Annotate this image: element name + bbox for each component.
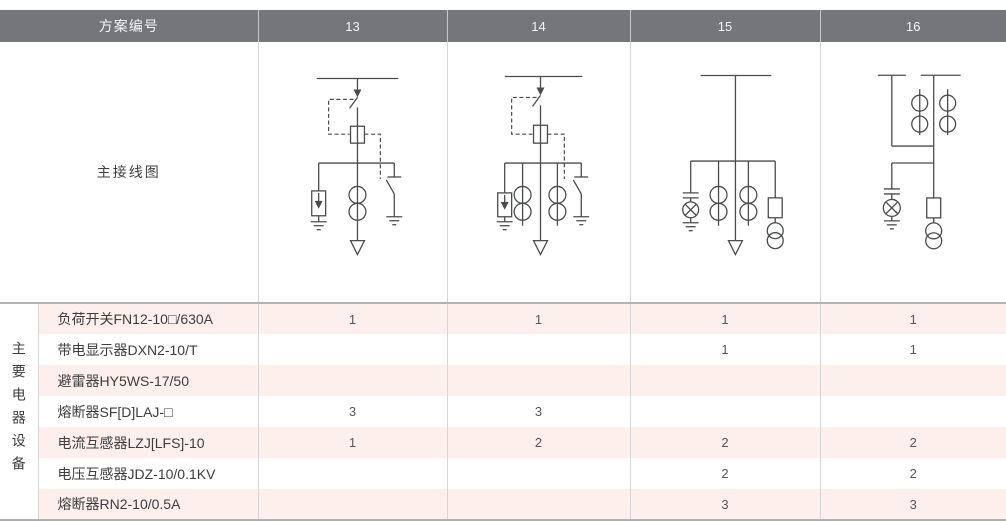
diagram-cell-15: [629, 42, 820, 303]
equipment-name: 负荷开关FN12-10□/630A: [37, 303, 258, 334]
interlock-link-right: [363, 133, 381, 179]
switch-blade: [531, 95, 541, 107]
capacitor: [682, 192, 699, 199]
fuse: [349, 125, 365, 144]
equipment-count: [257, 334, 447, 365]
header-row: 方案编号 13 14 15 16: [0, 10, 1006, 42]
fuse: [925, 197, 941, 219]
current-transformer: [512, 202, 532, 221]
equipment-count: 1: [257, 427, 447, 458]
ground-symbol-left: [496, 221, 513, 231]
ground-symbol-right: [572, 216, 589, 226]
diagram-row: 主接线图: [0, 42, 1006, 303]
load-switch-arrow: [536, 87, 544, 96]
table-row: 电压互感器JDZ-10/0.1KV 2 2: [0, 458, 1006, 489]
equipment-count: 3: [257, 396, 447, 427]
ground-symbol: [883, 220, 900, 230]
equipment-count: [446, 458, 630, 489]
equipment-count: [257, 458, 447, 489]
interlock-link-left: [510, 96, 537, 135]
interlock-link-left: [327, 98, 353, 135]
current-transformer: [938, 115, 956, 133]
table-row: 熔断器SF[D]LAJ-□ 3 3: [0, 396, 1006, 427]
fuse: [767, 197, 783, 219]
equipment-name: 避雷器HY5WS-17/50: [37, 365, 258, 396]
table-row: 避雷器HY5WS-17/50: [0, 365, 1006, 396]
single-line-diagram-13-icon: [310, 77, 402, 257]
interlock-link-right: [546, 133, 565, 179]
diagram-cell-16: [819, 42, 1006, 303]
current-transformer: [910, 115, 928, 133]
diagram-cell-14: [446, 42, 630, 303]
equipment-count: [819, 396, 1006, 427]
outgoing-cable-arrow: [348, 239, 365, 257]
equipment-count: [446, 365, 630, 396]
switch-blade: [348, 97, 358, 109]
side-label-main-equipment: 主要电器设备: [0, 303, 38, 520]
header-scheme-15: 15: [629, 10, 820, 42]
load-switch-arrow: [352, 89, 361, 98]
equipment-name: 熔断器SF[D]LAJ-□: [37, 396, 258, 427]
current-transformer: [738, 202, 757, 221]
current-transformer: [708, 202, 728, 221]
equipment-name: 带电显示器DXN2-10/T: [37, 334, 258, 365]
single-line-diagram-15-icon: [681, 74, 784, 257]
voltage-transformer: [924, 222, 942, 250]
equipment-count: 3: [629, 489, 820, 520]
equipment-count: [446, 334, 630, 365]
equipment-count: 1: [819, 334, 1006, 365]
earthing-switch-blade: [572, 179, 582, 195]
header-scheme-16: 16: [819, 10, 1006, 42]
ground-symbol-left: [310, 221, 327, 231]
header-scheme-14: 14: [446, 10, 630, 42]
equipment-count: 1: [446, 303, 630, 334]
voltage-transformer: [766, 222, 784, 250]
table-row: 带电显示器DXN2-10/T 1 1: [0, 334, 1006, 365]
equipment-count: [257, 365, 447, 396]
equipment-name: 电流互感器LZJ[LFS]-10: [37, 427, 258, 458]
equipment-count: [446, 489, 630, 520]
equipment-count: [819, 365, 1006, 396]
single-line-diagram-16-icon: [877, 74, 961, 250]
outgoing-cable-arrow: [726, 239, 743, 257]
equipment-count: 2: [819, 427, 1006, 458]
earthing-switch-blade: [385, 179, 395, 195]
equipment-count: [257, 489, 447, 520]
equipment-count: 3: [446, 396, 630, 427]
equipment-count: 1: [257, 303, 447, 334]
diagram-cell-13: [257, 42, 447, 303]
current-transformer: [547, 202, 566, 221]
equipment-count: 3: [819, 489, 1006, 520]
current-transformer: [910, 94, 928, 112]
capacitor: [883, 188, 900, 195]
table-row: 熔断器RN2-10/0.5A 3 3: [0, 489, 1006, 520]
indicator-lamp: [882, 198, 901, 218]
current-transformer: [938, 94, 956, 112]
table-row: 主要电器设备 负荷开关FN12-10□/630A 1 1 1 1: [0, 303, 1006, 520]
table-row: 电流互感器LZJ[LFS]-10 1 2 2 2: [0, 427, 1006, 458]
header-scheme-13: 13: [257, 10, 447, 42]
header-scheme-number-label: 方案编号: [0, 10, 258, 42]
current-transformer: [347, 202, 367, 221]
equipment-count: 2: [446, 427, 630, 458]
outgoing-cable-arrow: [531, 239, 548, 256]
diagram-row-label: 主接线图: [0, 42, 258, 303]
equipment-name: 熔断器RN2-10/0.5A: [37, 489, 258, 520]
fuse: [532, 124, 548, 144]
scheme-selection-table: 方案编号 13 14 15 16 主接线图: [0, 10, 1006, 521]
equipment-count: 2: [629, 427, 820, 458]
equipment-count: [629, 365, 820, 396]
equipment-count: 1: [629, 334, 820, 365]
equipment-count: [629, 396, 820, 427]
indicator-lamp: [681, 201, 699, 219]
equipment-count: 1: [819, 303, 1006, 334]
equipment-count: 2: [629, 458, 820, 489]
equipment-count: 2: [819, 458, 1006, 489]
equipment-count: 1: [629, 303, 820, 334]
ground-symbol: [682, 222, 699, 232]
ground-symbol-right: [385, 216, 402, 226]
equipment-name: 电压互感器JDZ-10/0.1KV: [37, 458, 258, 489]
single-line-diagram-14-icon: [496, 75, 589, 256]
